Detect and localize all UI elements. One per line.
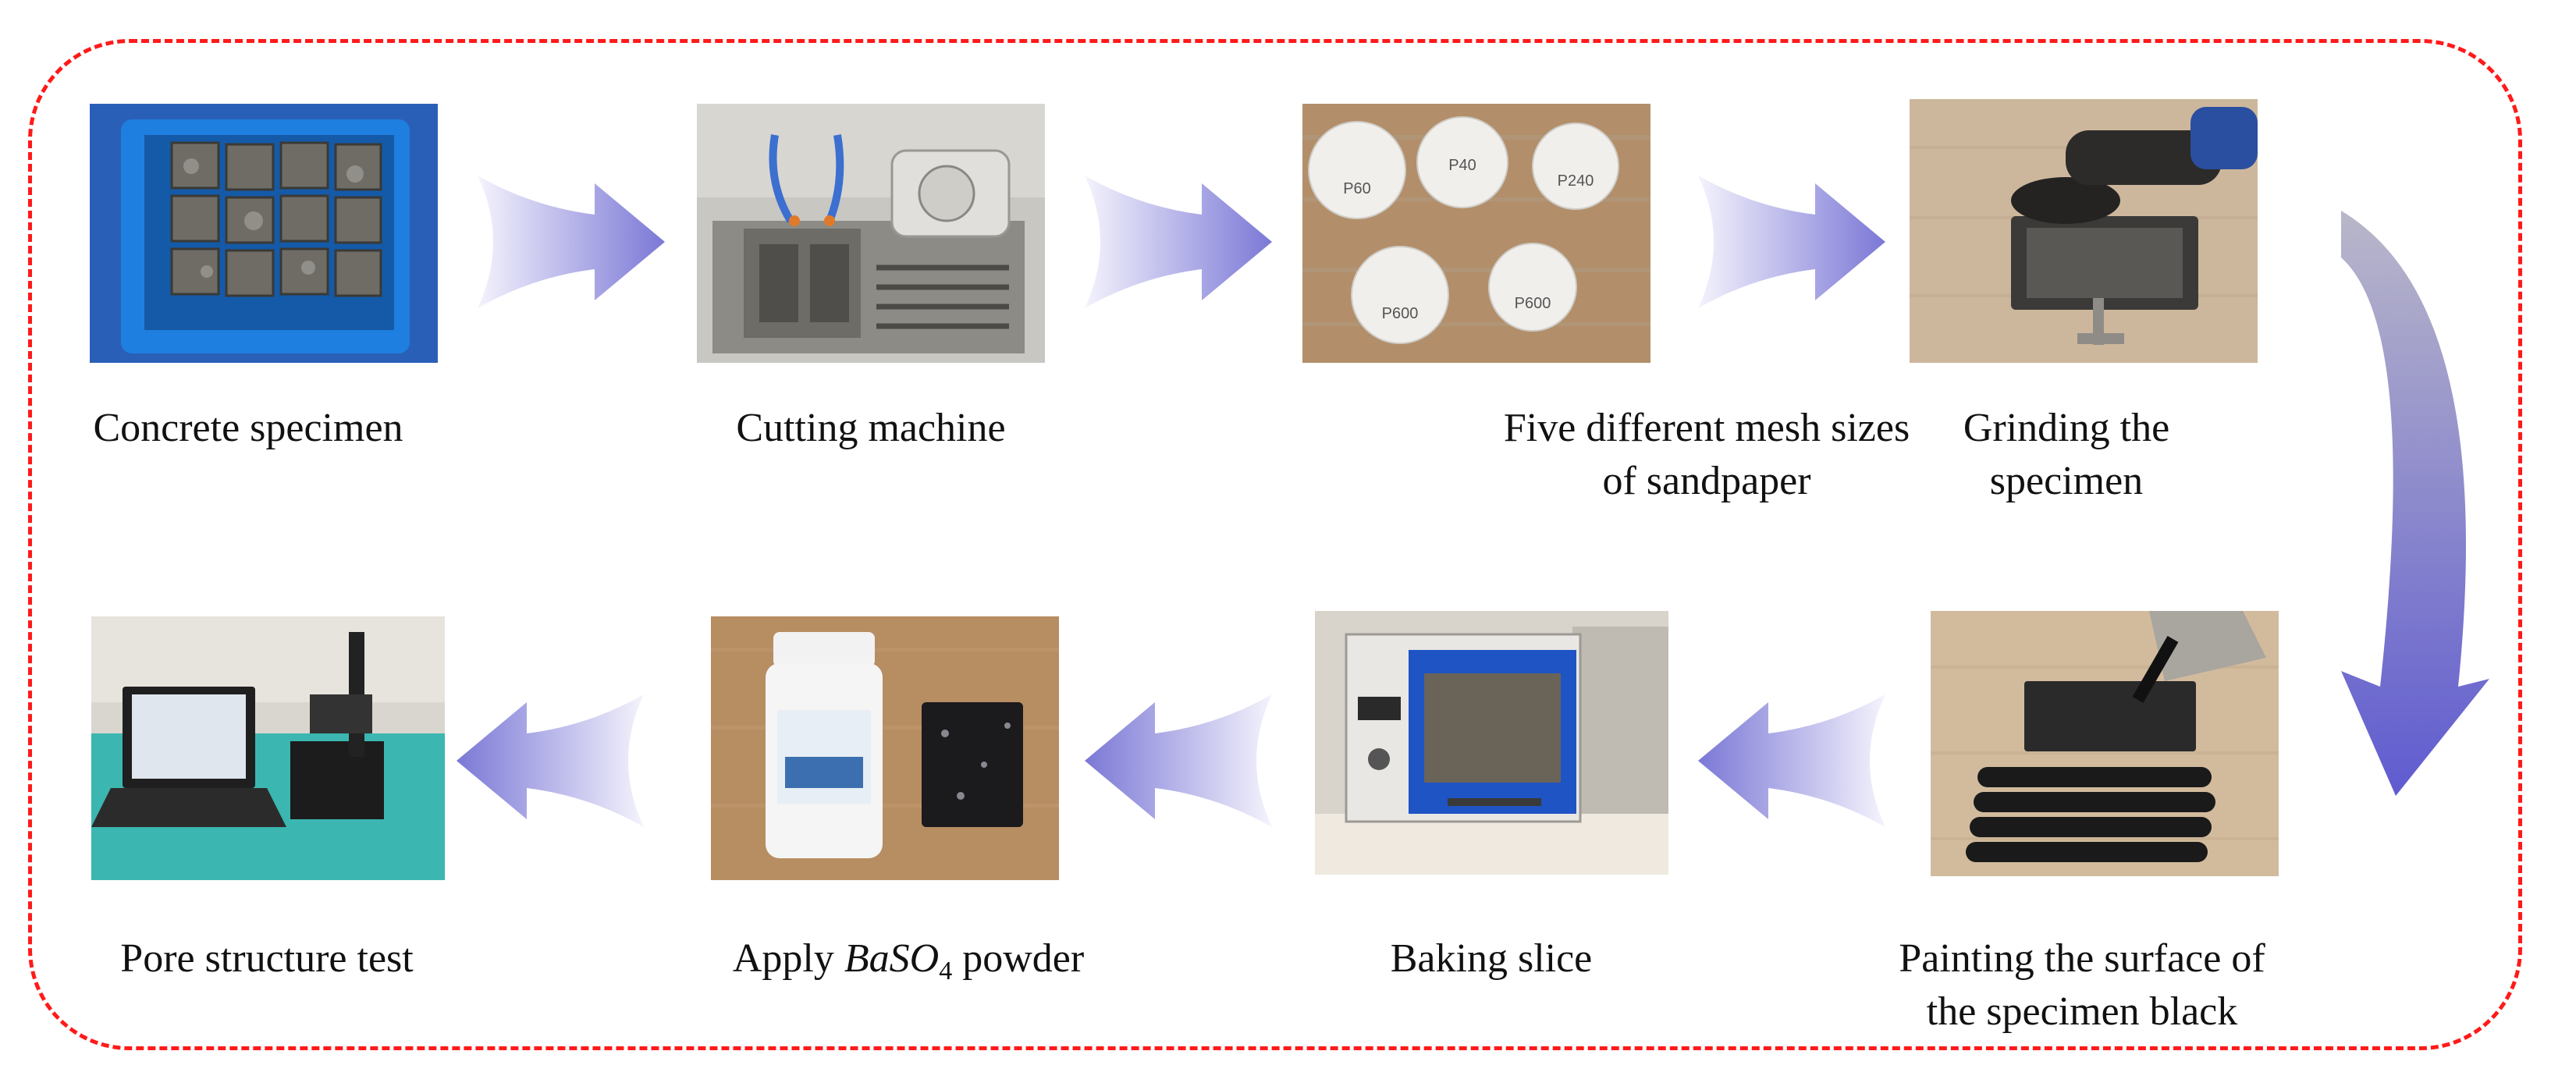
label-concrete-specimen: Concrete specimen: [93, 406, 403, 450]
arrow-right-1: [478, 168, 665, 316]
photo-baking-oven: [1315, 611, 1668, 875]
label-grinding-line1: Grinding the: [1963, 406, 2170, 450]
label-baking-slice: Baking slice: [1390, 936, 1593, 981]
label-apply-suffix: powder: [962, 936, 1085, 981]
arrow-right-3: [1698, 168, 1885, 316]
arrow-curved-down: [2333, 211, 2513, 804]
label-cutting-machine: Cutting machine: [736, 406, 1006, 450]
svg-text:P600: P600: [1515, 295, 1551, 312]
label-apply-baso4: Apply BaSO4 powder: [733, 932, 1084, 998]
photo-concrete-specimen: [90, 104, 438, 363]
photo-pore-structure-test: [91, 616, 445, 880]
svg-text:P60: P60: [1343, 180, 1371, 197]
svg-text:P600: P600: [1382, 305, 1419, 322]
label-sandpaper-line1: Five different mesh sizes: [1503, 406, 1910, 450]
label-sandpaper-line2: of sandpaper: [1602, 459, 1811, 503]
label-sandpaper: Five different mesh sizes of sandpaper: [1504, 402, 1910, 508]
label-painting-line2: the specimen black: [1926, 989, 2238, 1034]
label-apply-formula: BaSO: [844, 936, 940, 981]
label-pore-structure-test: Pore structure test: [120, 936, 414, 981]
label-apply-prefix: Apply: [732, 936, 834, 981]
photo-sandpaper: P60 P40 P240 P600 P600: [1302, 104, 1650, 363]
photo-painting-specimen-black: [1931, 611, 2279, 876]
arrow-left-2: [1085, 687, 1272, 835]
label-grinding-line2: specimen: [1989, 459, 2144, 503]
arrow-left-3: [457, 687, 644, 835]
label-painting-line1: Painting the surface of: [1899, 936, 2265, 981]
svg-text:P40: P40: [1448, 157, 1476, 174]
photo-cutting-machine: [697, 104, 1045, 363]
dashed-rounded-frame: [28, 39, 2522, 1050]
label-painting-black: Painting the surface of the specimen bla…: [1899, 932, 2265, 1039]
arrow-right-2: [1085, 168, 1272, 316]
svg-text:P240: P240: [1558, 172, 1594, 190]
arrow-left-1: [1698, 687, 1885, 835]
label-apply-subscript: 4: [939, 957, 953, 985]
photo-grinding-specimen: [1910, 99, 2258, 363]
photo-baso4-powder: [711, 616, 1059, 880]
label-grinding-specimen: Grinding the specimen: [1963, 402, 2169, 508]
